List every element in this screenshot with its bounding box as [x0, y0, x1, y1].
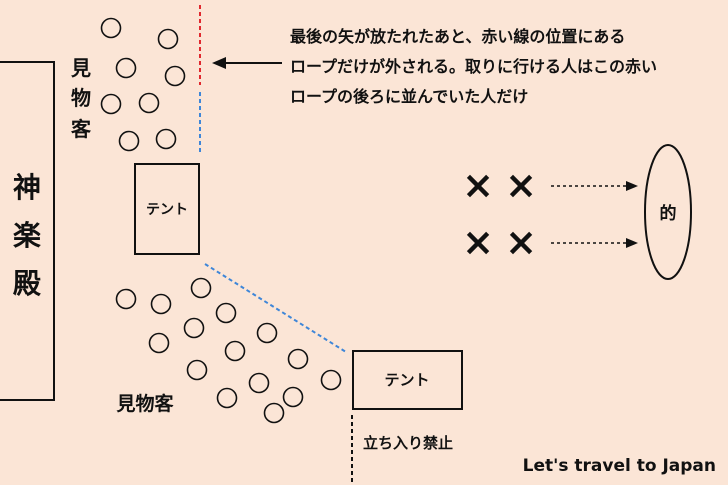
kagura-den-box — [0, 61, 55, 401]
red-rope-pointer-arrow — [212, 57, 282, 69]
spectator-circle — [138, 92, 160, 114]
archer-marks: × × × × — [462, 163, 537, 264]
no-entry-label: 立ち入り禁止 — [363, 434, 453, 452]
tent-upper-label: テント — [146, 202, 188, 218]
tent-upper-box — [134, 163, 200, 255]
spectator-circle — [224, 340, 246, 362]
note-line-1: 最後の矢が放たれたあと、赤い線の位置にある — [290, 27, 625, 46]
target: 的 — [644, 144, 692, 280]
spectator-circle — [155, 128, 177, 150]
spectator-circle — [256, 322, 278, 344]
kagura-den-label-1: 神 — [13, 171, 41, 204]
kagura-den: 神 楽 殿 — [0, 61, 55, 401]
spectator-circle — [100, 17, 122, 39]
spectator-circle — [148, 332, 170, 354]
spectator-circle — [115, 288, 137, 310]
rope-removal-note: 最後の矢が放たれたあと、赤い線の位置にある ロープだけが外される。取りに行ける人… — [290, 27, 657, 106]
spectator-group-top — [100, 17, 186, 152]
tent-lower-label: テント — [384, 371, 429, 389]
archer-mark: × — [505, 163, 537, 207]
spectator-circle — [190, 277, 212, 299]
spectator-circle — [118, 130, 140, 152]
arrow-path-upper — [551, 181, 638, 191]
archer-mark: × — [462, 163, 494, 207]
spectator-circle — [183, 317, 205, 339]
archer-mark: × — [505, 220, 537, 264]
tent-lower: テント — [352, 350, 463, 410]
spectator-circle — [320, 369, 342, 391]
spectator-circle — [282, 386, 304, 408]
spectators-top-label-2: 物 — [71, 86, 91, 110]
archer-mark: × — [462, 220, 494, 264]
spectator-circle — [164, 65, 186, 87]
target-label: 的 — [660, 203, 677, 224]
spectator-circle — [215, 302, 237, 324]
spectator-circle — [263, 402, 285, 424]
spectator-circle — [186, 359, 208, 381]
note-line-3: ロープの後ろに並んでいた人だけ — [290, 87, 528, 106]
spectators-top-label-3: 客 — [70, 117, 92, 141]
spectator-circle — [100, 93, 122, 115]
spectator-group-bottom — [115, 277, 342, 424]
kagura-den-label-3: 殿 — [12, 267, 41, 300]
watermark-text: Let's travel to Japan — [523, 456, 716, 476]
spectator-circle — [150, 293, 172, 315]
tent-lower-box — [352, 350, 463, 410]
spectators-top-label: 見 物 客 — [70, 56, 92, 141]
note-line-2: ロープだけが外される。取りに行ける人はこの赤い — [290, 57, 657, 76]
spectator-circle — [248, 372, 270, 394]
spectator-circle — [157, 28, 179, 50]
target-ellipse — [644, 144, 692, 280]
spectators-top-label-1: 見 — [71, 56, 91, 80]
kagura-den-label-2: 楽 — [13, 219, 41, 252]
spectators-bottom-label: 見物客 — [116, 392, 174, 415]
arrow-path-lower — [551, 238, 638, 248]
spectator-circle — [216, 387, 238, 409]
spectator-circle — [287, 348, 309, 370]
tent-upper: テント — [134, 163, 200, 255]
spectator-circle — [115, 57, 137, 79]
